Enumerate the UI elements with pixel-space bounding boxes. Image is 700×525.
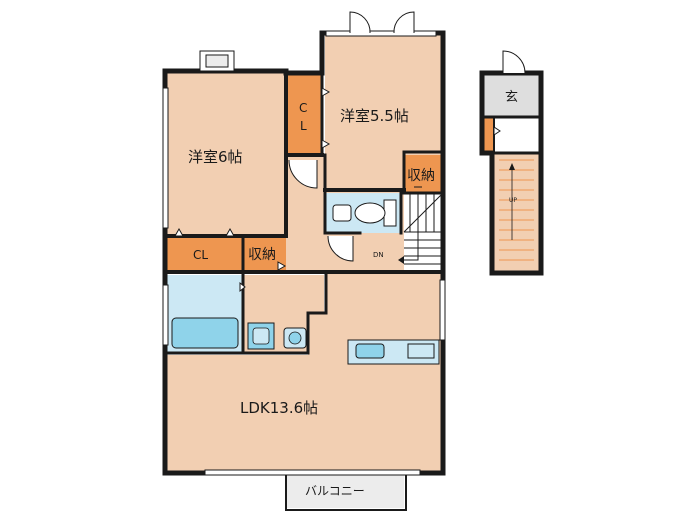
closet-cl-upper (286, 75, 322, 155)
entrance-floor (484, 75, 539, 117)
toilet-sink (332, 204, 352, 222)
stairs-down (398, 193, 442, 265)
balcony-label: バルコニー (305, 484, 365, 498)
windows (162, 30, 446, 476)
closet-cl-upper-l-label: L (300, 119, 307, 133)
western-room-6-floor (167, 73, 284, 236)
closet-cl-left-label: CL (193, 248, 208, 262)
storage-right (404, 155, 441, 193)
entrance-label: 玄 (505, 90, 518, 105)
walls (162, 30, 544, 511)
ldk-floor (167, 355, 441, 471)
kitchen-stove (407, 343, 435, 359)
washbasin-bowl (252, 327, 270, 345)
closet-cl-left (167, 236, 243, 272)
storage-right-label: 収納 (407, 168, 435, 184)
toilet-tank (383, 199, 397, 227)
stairs-up-arrow (509, 163, 515, 240)
ldk-label: LDK13.6帖 (240, 399, 318, 417)
stairs-down-label: DN (373, 251, 384, 259)
western-room-55-label: 洋室5.5帖 (340, 107, 409, 125)
kitchen-sink (355, 343, 385, 359)
toilet-bowl (354, 202, 386, 224)
western-room-6-label: 洋室6帖 (188, 148, 243, 166)
bathtub (171, 317, 239, 349)
stairs-up (499, 159, 534, 261)
entrance-outer-wall (479, 70, 544, 276)
balcony-floor (286, 472, 404, 508)
closet-cl-upper-c-label: C (299, 101, 307, 115)
entrance-closet (484, 117, 494, 153)
storage-left-label: 収納 (248, 247, 276, 263)
stairs-up-label: UP (509, 197, 517, 204)
bath-upper-area (167, 275, 242, 315)
washing-machine-drum (288, 331, 302, 345)
doors (174, 11, 526, 293)
entrance-hall-floor (494, 117, 539, 153)
upper-stair-floor (494, 153, 539, 271)
fixtures (167, 199, 440, 365)
